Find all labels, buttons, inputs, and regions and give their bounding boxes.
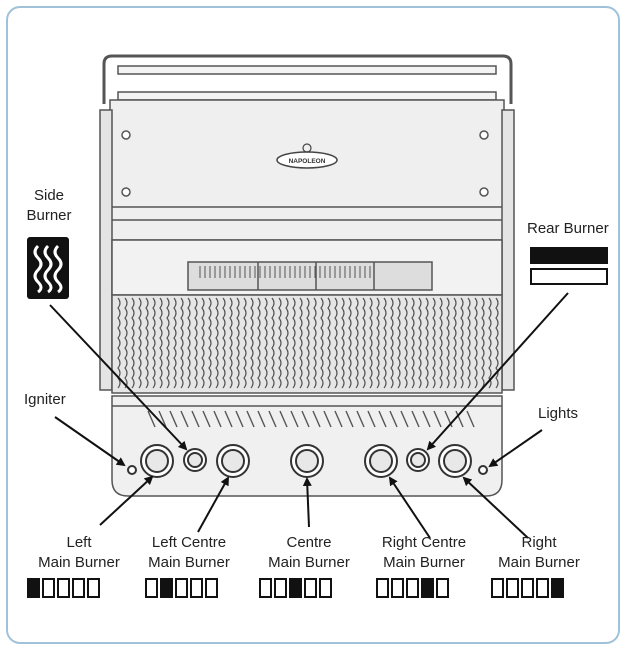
vent-slots [147, 410, 475, 428]
arrow-centre [302, 477, 312, 528]
label-left-main-line1: Left [66, 534, 92, 551]
label-left-centre-line2: Main Burner [148, 554, 230, 571]
indicator-square [145, 578, 158, 598]
label-right-main-line2: Main Burner [498, 554, 580, 571]
side-burner-icon [27, 237, 69, 299]
indicator-square [289, 578, 302, 598]
label-centre-line1: Centre [286, 534, 332, 551]
arrow-right-centre [388, 476, 431, 539]
arrow-right-main [462, 476, 529, 539]
indicator-rear-burner [530, 247, 608, 289]
indicator-square [406, 578, 419, 598]
label-lights: Lights [538, 405, 579, 422]
indicator-square [436, 578, 449, 598]
indicator-right-centre [376, 578, 449, 598]
label-left-centre: Left Centre Main Burner [134, 533, 244, 573]
indicator-square [205, 578, 218, 598]
knobs [127, 444, 488, 478]
indicator-square [42, 578, 55, 598]
indicator-bar [530, 268, 608, 285]
label-right-centre-line1: Right Centre [381, 534, 467, 551]
knob-left-centre [216, 444, 250, 478]
grill-body [99, 54, 515, 497]
knob-right-main [438, 444, 472, 478]
label-side-burner-line2: Burner [26, 207, 72, 224]
arrow-rear-burner [426, 292, 569, 451]
knob-right-centre [364, 444, 398, 478]
indicator-square [506, 578, 519, 598]
indicator-square [87, 578, 100, 598]
label-centre: Centre Main Burner [254, 533, 364, 573]
arrow-lights [488, 429, 543, 468]
indicator-left-main [27, 578, 100, 598]
label-left-main-line2: Main Burner [38, 554, 120, 571]
figure-frame [6, 6, 620, 644]
label-centre-line2: Main Burner [268, 554, 350, 571]
indicator-right-main [491, 578, 564, 598]
indicator-square [160, 578, 173, 598]
indicator-square [491, 578, 504, 598]
label-side-burner: Side Burner [12, 186, 86, 226]
indicator-square [57, 578, 70, 598]
label-left-main: Left Main Burner [24, 533, 134, 573]
rotisserie-burner-teeth [199, 266, 371, 278]
label-rear-burner: Rear Burner [527, 220, 609, 237]
label-right-centre-line2: Main Burner [383, 554, 465, 571]
indicator-square [72, 578, 85, 598]
lights-button [478, 465, 488, 475]
indicator-square [536, 578, 549, 598]
arrow-side-burner [49, 304, 188, 451]
brand-logo: NAPOLEON [289, 158, 326, 165]
grate-waves [117, 297, 499, 389]
indicator-square [27, 578, 40, 598]
arrow-left-centre [197, 476, 229, 533]
arrow-igniter [54, 416, 126, 467]
indicator-square [551, 578, 564, 598]
indicator-square [259, 578, 272, 598]
indicator-square [376, 578, 389, 598]
indicator-square [190, 578, 203, 598]
knob-left-main [140, 444, 174, 478]
lid [109, 99, 505, 241]
indicator-bar [530, 247, 608, 264]
igniter-button [127, 465, 137, 475]
lid-handle [102, 54, 513, 104]
indicator-left-centre [145, 578, 218, 598]
callout-arrows [49, 292, 569, 539]
knob-centre [290, 444, 324, 478]
indicator-square [319, 578, 332, 598]
label-left-centre-line1: Left Centre [151, 534, 227, 551]
indicator-centre [259, 578, 332, 598]
label-side-burner-line1: Side [33, 187, 65, 204]
indicator-square [274, 578, 287, 598]
knob-side-burner [183, 448, 207, 472]
indicator-square [421, 578, 434, 598]
knob-rear-burner [406, 448, 430, 472]
arrow-left-main [99, 475, 154, 526]
cooking-grates [111, 294, 503, 394]
label-igniter: Igniter [24, 391, 66, 408]
indicator-square [521, 578, 534, 598]
indicator-square [175, 578, 188, 598]
label-right-main: Right Main Burner [484, 533, 594, 573]
label-right-centre: Right Centre Main Burner [369, 533, 479, 573]
indicator-square [391, 578, 404, 598]
indicator-square [304, 578, 317, 598]
brand-logo-group: NAPOLEON [276, 143, 338, 169]
label-right-main-line1: Right [521, 534, 557, 551]
